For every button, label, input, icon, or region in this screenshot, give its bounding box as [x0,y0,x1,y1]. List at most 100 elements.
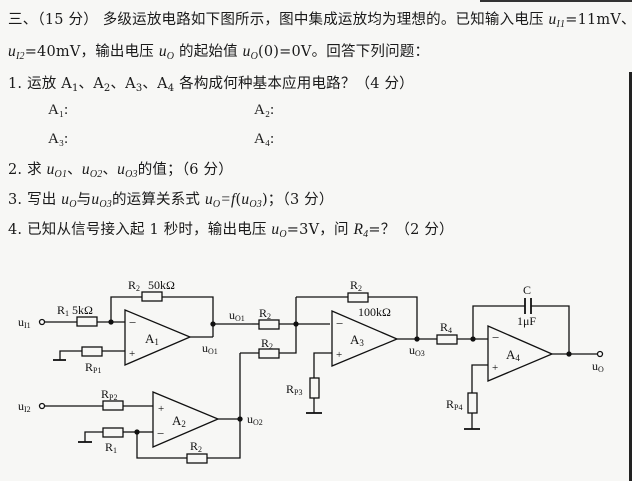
resistor-r4 [436,334,458,345]
sub-question-number: 1. [8,76,23,92]
wire [279,297,297,354]
label-c: C [523,283,531,297]
wire [84,431,103,442]
label-minus-a4: − [492,330,499,345]
resistor-rp1 [81,346,103,357]
resistor-r1-a1 [76,316,98,327]
resistor-r2-fb3 [347,292,369,303]
resistor-r2-a2 [186,453,208,464]
uo1-symbol: uO1 [46,161,68,180]
wire [162,296,214,337]
label-a2: A2 [172,413,186,429]
answer-a3: A₃: [48,131,69,147]
sub-question-number: 3. [8,192,23,208]
question-header-line2: uI2=40mV，输出电压 uO 的起始值 uO(0)=0V。回答下列问题： [8,40,429,62]
sub-question-4-post: =？（2 分） [368,222,454,238]
resistor-r2-a1 [141,291,163,302]
answer-a4: A₄: [254,131,275,147]
label-uo1-wire: uO1 [229,308,245,323]
sub-question-2-pre: 求 [27,162,42,178]
question-number: 三、 [8,12,38,28]
label-r1-a2: R1 [105,440,117,455]
ui2-value: =40mV，输出电压 [24,44,155,60]
ui2-terminal [38,402,46,410]
ui1-symbol: uI1 [548,11,566,30]
sub-question-3-pre: 写出 [27,192,57,208]
uo-symbol: uO [61,191,77,210]
question-intro: 多级运放电路如下图所示，图中集成运放均为理想的。已知输入电压 [102,12,544,28]
label-ui1: uI1 [18,315,31,330]
ui1-value: =11mV、 [565,12,632,28]
answer-a1: A₁: [48,102,69,118]
label-r4: R4 [440,320,452,335]
resistor-rp2 [102,400,124,411]
ui2-symbol: uI2 [8,43,25,62]
resistor-r1-a2 [102,427,124,438]
scan-edge-right [629,72,632,481]
label-r2-a2: R2 [190,439,202,454]
opamp-a1 [124,309,192,366]
label-plus-a4: + [492,362,498,374]
sub-question-3-mid: 与 [76,192,92,208]
label-minus-a3: − [336,316,343,331]
sub-question-4-pre: 已知从信号接入起 1 秒时，输出电压 [27,222,267,238]
label-rp3: RP3 [286,382,302,397]
label-rp4: RP4 [446,397,462,412]
ui1-terminal [38,318,46,326]
wire [472,305,525,339]
wire [471,364,488,393]
label-a1: A1 [145,331,159,347]
wire [110,296,142,322]
label-c-value: 1μF [517,314,536,328]
sub-question-number: 4. [8,222,23,238]
relation-formula-arg: (uO3) [235,191,268,210]
label-minus-a1: − [129,315,136,330]
label-ui2: uI2 [18,399,31,414]
uo-symbol: uO [271,221,287,240]
label-r2-in1: R2 [259,306,271,321]
resistor-rp4 [467,392,478,414]
stage-a4 [436,298,604,430]
relation-formula: uO=f [204,191,236,210]
label-uo2: uO2 [247,412,263,427]
sub-question-1-text: 各构成何种基本应用电路？（4 分） [179,76,414,92]
sub-question-1: 1. 运放 A1、A2、A3、A4 各构成何种基本应用电路？（4 分） [8,72,414,94]
uo3-symbol: uO3 [91,191,112,210]
r4-symbol: R4 [353,221,369,240]
sub-question-4: 4. 已知从信号接入起 1 秒时，输出电压 uO=3V，问 R4=？（2 分） [8,218,454,240]
sub-question-3-post: ；（3 分） [267,192,334,208]
sub-question-2-post: 的值；（6 分） [137,162,233,178]
uo0-symbol: uO [242,43,259,62]
uo3-symbol: uO3 [117,161,138,180]
uo-symbol: uO [158,43,175,62]
sub-question-2: 2. 求 uO1、uO2、uO3的值；（6 分） [8,161,233,180]
stage-a2 [38,353,243,464]
label-uo1-out: uO1 [202,341,218,356]
resistor-rp3 [309,377,320,399]
label-plus-a3: + [336,349,342,361]
label-plus-a2: + [158,403,164,415]
wire [313,352,332,378]
stage-a3 [240,292,437,414]
opamp-a2 [152,391,220,448]
answer-a2: A₂: [254,102,275,118]
node-dot [566,351,572,357]
opamp-a3 [331,310,399,367]
label-r2-in2: R2 [261,336,273,351]
initial-text: 的起始值 [179,44,238,60]
scan-edge-top [480,0,632,2]
label-uo3: uO3 [409,343,425,358]
wire [368,296,418,339]
label-rp2: RP2 [101,387,117,402]
label-a4: A4 [506,347,520,363]
sub-question-number: 2. [8,162,23,178]
wire [136,432,187,459]
question-header: 三、（15 分） 多级运放电路如下图所示，图中集成运放均为理想的。已知输入电压 … [8,8,632,30]
wire [207,353,241,459]
label-plus-a1: + [129,348,135,360]
label-minus-a2: − [157,426,164,441]
opamp-a4 [487,325,554,382]
